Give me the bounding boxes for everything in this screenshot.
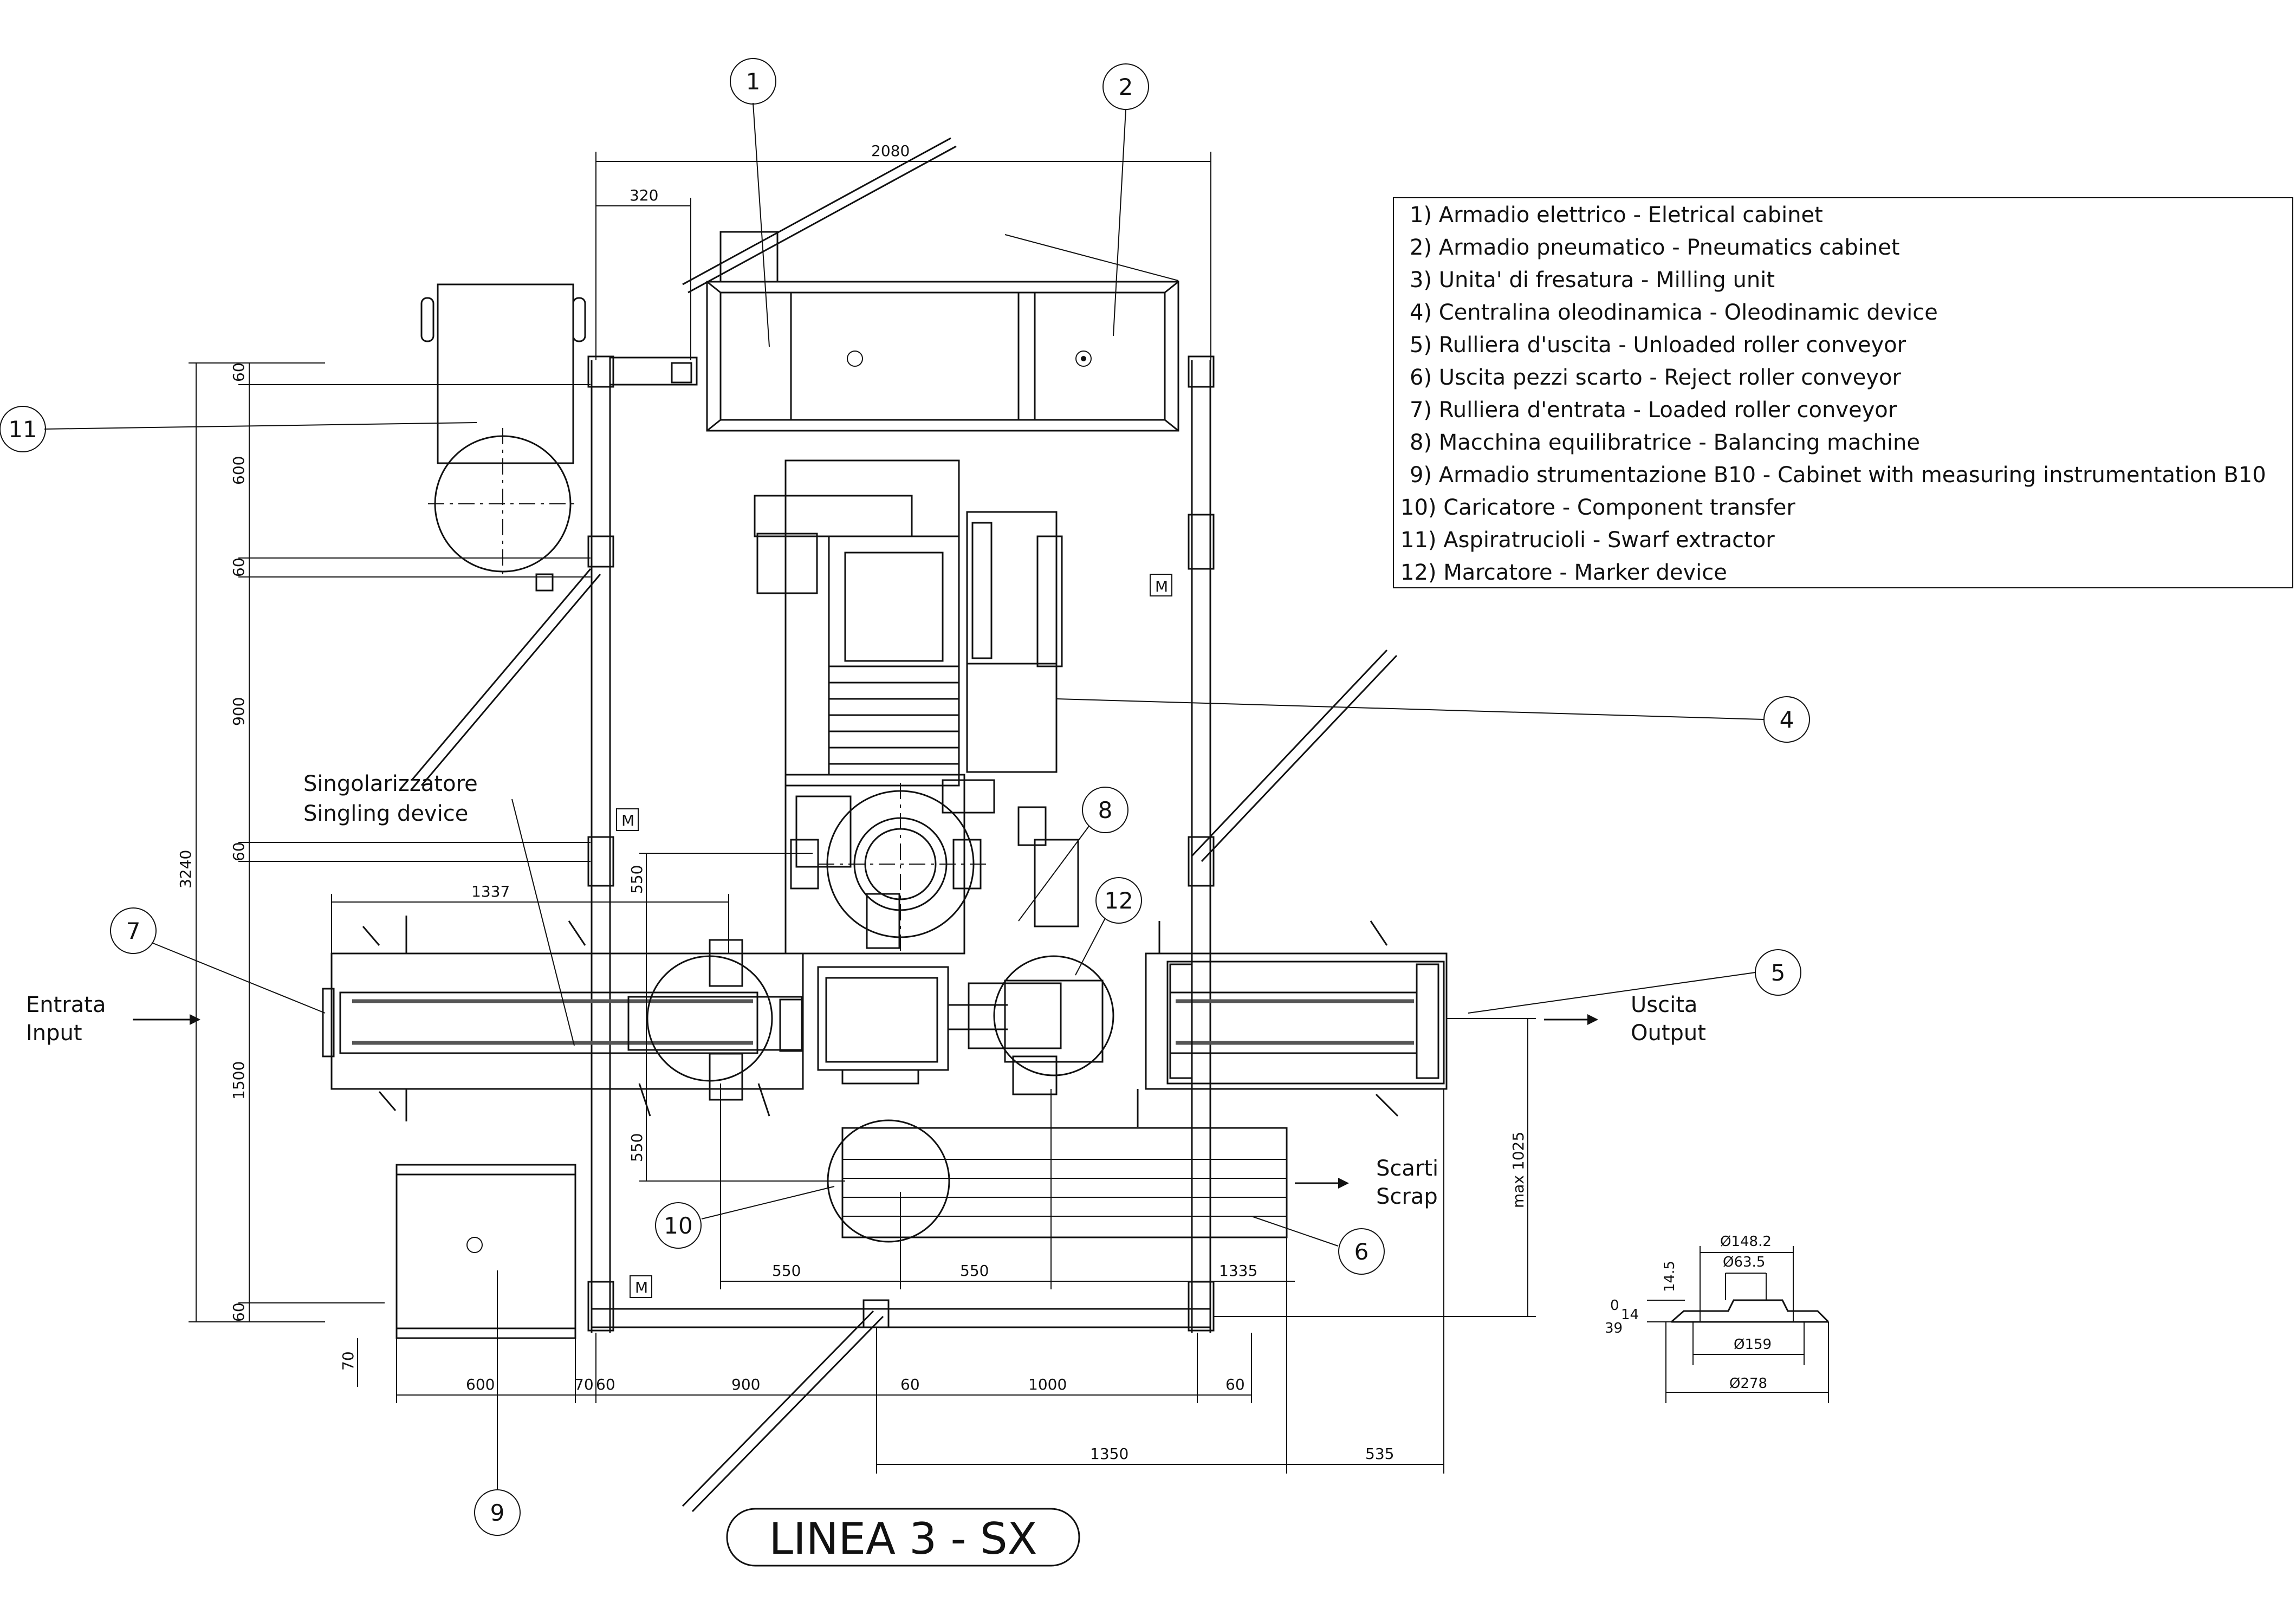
dim-60-a: 60	[230, 362, 248, 382]
dim-550-mid-a: 550	[772, 1262, 801, 1280]
instrumentation-cabinet	[395, 1164, 576, 1339]
dim-1500: 1500	[230, 1061, 248, 1100]
detail-h145: 14.5	[1662, 1261, 1678, 1292]
input-roller-conveyor	[322, 916, 804, 1121]
detail-z39: 39	[1605, 1320, 1623, 1336]
scrap-label-en: Scrap	[1376, 1184, 1438, 1209]
dim-900-bottom: 900	[731, 1376, 760, 1393]
legend-item-1: 1) Armadio elettrico - Eletrical cabinet	[1410, 203, 1823, 228]
dim-600: 600	[230, 456, 248, 485]
detail-d278: Ø278	[1729, 1376, 1767, 1392]
title-block: LINEA 3 - SX	[726, 1508, 1080, 1567]
singling-label-en: Singling device	[303, 801, 468, 826]
dim-550-top: 550	[628, 865, 646, 894]
dim-900: 900	[230, 697, 248, 726]
component-transfer	[817, 955, 1114, 1095]
dim-3240: 3240	[177, 850, 194, 888]
callout-9: 9	[490, 1500, 505, 1526]
input-label-it: Entrata	[26, 992, 106, 1017]
dim-2080: 2080	[871, 142, 910, 160]
detail-z14: 14	[1621, 1307, 1639, 1323]
legend-item-10: 10) Caricatore - Component transfer	[1400, 495, 1795, 520]
legend-item-8: 8) Macchina equilibratrice - Balancing m…	[1410, 430, 1920, 455]
dim-60-bottom-a: 60	[596, 1376, 615, 1393]
dim-1337: 1337	[471, 883, 510, 900]
dim-1000-bottom: 1000	[1028, 1376, 1067, 1393]
dim-1335: 1335	[1219, 1262, 1257, 1280]
milling-unit	[754, 459, 1063, 955]
balancing-machine	[790, 783, 1079, 953]
callout-5: 5	[1771, 959, 1786, 986]
frame-rails	[411, 137, 1398, 1513]
output-roller-conveyor	[1137, 920, 1448, 1127]
text-labels: Singolarizzatore Singling device Entrata…	[26, 771, 1706, 1209]
dim-535: 535	[1365, 1445, 1394, 1463]
motor-mark-3: M	[635, 1279, 648, 1296]
dim-1350: 1350	[1090, 1445, 1128, 1463]
callout-7: 7	[126, 918, 141, 944]
dim-550-mid-b: 550	[960, 1262, 989, 1280]
scrap-label-it: Scarti	[1376, 1156, 1438, 1181]
callouts: 1 2 4 5 6 7 8 9 10 11 12	[0, 58, 1810, 1536]
legend-item-9: 9) Armadio strumentazione B10 - Cabinet …	[1410, 463, 2266, 488]
swarf-extractor	[420, 283, 586, 592]
dim-max-1025: max 1025	[1509, 1132, 1527, 1208]
output-label-en: Output	[1631, 1021, 1706, 1046]
callout-1: 1	[746, 68, 761, 95]
legend-item-5: 5) Rulliera d'uscita - Unloaded roller c…	[1410, 333, 1906, 358]
part-detail: Ø148.2 Ø63.5 14.5 0 14 39 Ø159 Ø278	[1605, 1234, 1830, 1403]
dimension-texts: 2080 320 3240 60 600 60 900 60 1500 60 1…	[177, 142, 1527, 1463]
dim-60-b: 60	[230, 557, 248, 577]
legend-item-7: 7) Rulliera d'entrata - Loaded roller co…	[1410, 398, 1897, 423]
dim-320: 320	[630, 186, 658, 204]
callout-4: 4	[1780, 706, 1794, 733]
drawing-title: LINEA 3 - SX	[769, 1514, 1037, 1564]
dim-60-c: 60	[230, 842, 248, 861]
electrical-pneumatic-cabinet	[706, 231, 1179, 432]
legend-item-12: 12) Marcatore - Marker device	[1400, 560, 1727, 585]
legend-item-4: 4) Centralina oleodinamica - Oleodinamic…	[1410, 300, 1938, 325]
dim-60-bottom-b: 60	[900, 1376, 920, 1393]
legend-box: 1) Armadio elettrico - Eletrical cabinet…	[1393, 197, 2293, 588]
callout-12: 12	[1104, 887, 1133, 914]
callout-8: 8	[1098, 797, 1113, 823]
legend-item-11: 11) Aspiratrucioli - Swarf extractor	[1400, 528, 1775, 553]
callout-10: 10	[664, 1212, 692, 1239]
motor-marks: M M M	[616, 574, 1172, 1298]
dimension-lines	[133, 152, 1598, 1474]
dim-70-vertical: 70	[339, 1351, 357, 1371]
legend-item-3: 3) Unita' di fresatura - Milling unit	[1410, 268, 1775, 293]
detail-d159: Ø159	[1734, 1336, 1772, 1353]
motor-mark-1: M	[1155, 578, 1168, 595]
output-label-it: Uscita	[1631, 992, 1697, 1017]
motor-mark-2: M	[621, 812, 634, 829]
callout-2: 2	[1119, 74, 1133, 100]
detail-z0: 0	[1610, 1297, 1619, 1314]
callout-6: 6	[1354, 1238, 1369, 1265]
reject-roller-conveyor	[827, 1119, 1288, 1243]
legend-item-6: 6) Uscita pezzi scarto - Reject roller c…	[1410, 365, 1902, 390]
legend-item-2: 2) Armadio pneumatico - Pneumatics cabin…	[1410, 235, 1900, 260]
dim-60-d: 60	[230, 1302, 248, 1322]
dim-70-bottom: 70	[574, 1376, 594, 1393]
dim-550-bottom: 550	[628, 1133, 646, 1162]
detail-d63: Ø63.5	[1723, 1254, 1765, 1270]
detail-d148: Ø148.2	[1720, 1234, 1772, 1250]
dim-60-bottom-c: 60	[1225, 1376, 1245, 1393]
singling-label-it: Singolarizzatore	[303, 771, 478, 796]
dim-600-bottom: 600	[466, 1376, 495, 1393]
callout-11: 11	[8, 416, 37, 443]
input-label-en: Input	[26, 1021, 82, 1046]
